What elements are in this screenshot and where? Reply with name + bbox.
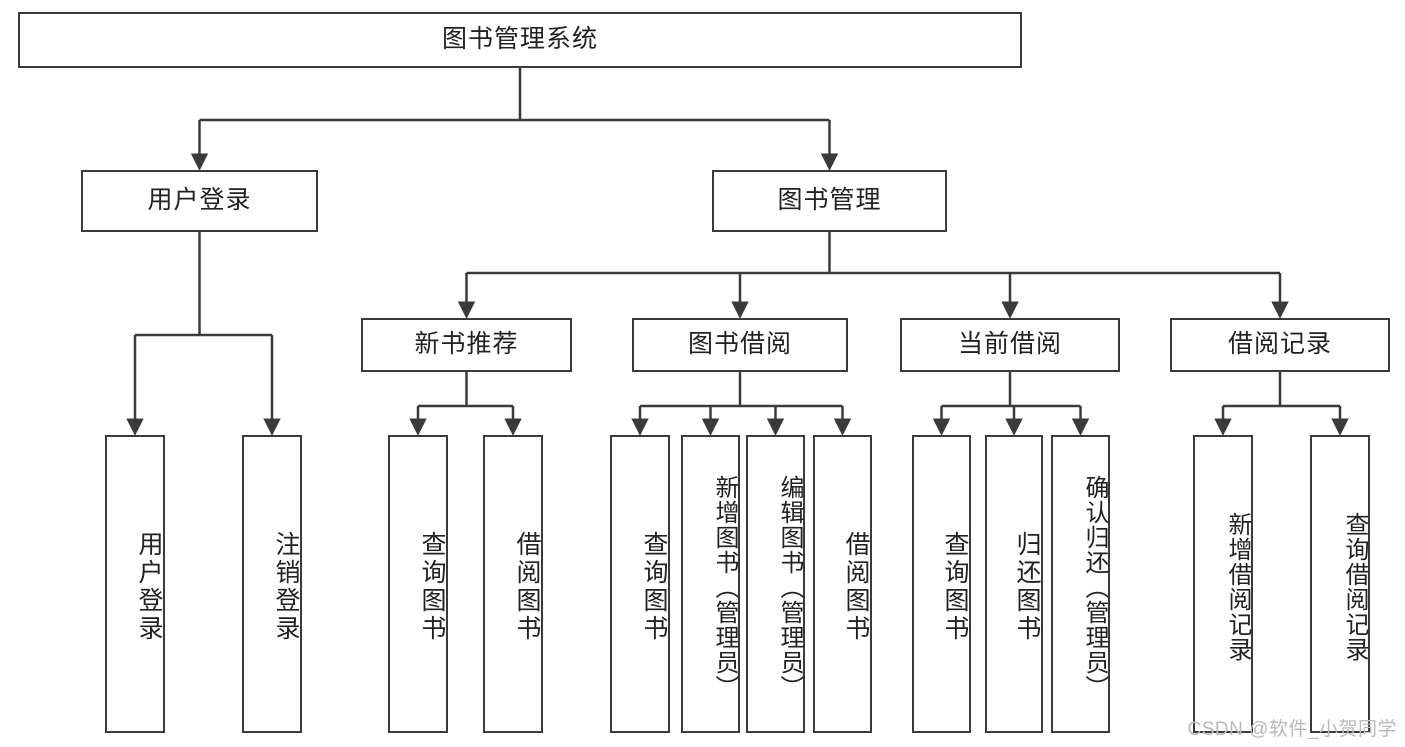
node-book-borrow-label: 图书借阅 xyxy=(687,330,792,359)
node-leaf-borrow-book-1[interactable]: 借阅图书 xyxy=(483,435,543,733)
node-leaf-edit-book-label: 编辑图书（管理员） xyxy=(776,474,803,700)
node-leaf-return-book[interactable]: 归还图书 xyxy=(985,435,1043,733)
node-leaf-add-record-label: 新增借阅记录 xyxy=(1224,512,1251,662)
node-user-login-label: 用户登录 xyxy=(147,186,252,215)
node-leaf-edit-book[interactable]: 编辑图书（管理员） xyxy=(746,435,805,733)
node-root[interactable]: 图书管理系统 xyxy=(18,12,1022,68)
node-leaf-query-book-1[interactable]: 查询图书 xyxy=(388,435,448,733)
node-leaf-borrow-book-2[interactable]: 借阅图书 xyxy=(813,435,872,733)
node-current-borrow[interactable]: 当前借阅 xyxy=(900,318,1120,372)
node-leaf-logout-login-label: 注销登录 xyxy=(272,531,300,643)
node-leaf-add-record[interactable]: 新增借阅记录 xyxy=(1193,435,1253,733)
node-leaf-add-book[interactable]: 新增图书（管理员） xyxy=(681,435,740,733)
watermark: CSDN @软件_小贺同学 xyxy=(1187,719,1397,740)
node-leaf-query-book-3[interactable]: 查询图书 xyxy=(912,435,971,733)
node-leaf-user-login-label: 用户登录 xyxy=(135,531,163,643)
node-new-book-recommend-label: 新书推荐 xyxy=(414,330,519,359)
node-leaf-query-record[interactable]: 查询借阅记录 xyxy=(1310,435,1370,733)
node-leaf-confirm-return[interactable]: 确认归还（管理员） xyxy=(1051,435,1110,733)
node-user-login[interactable]: 用户登录 xyxy=(81,170,318,232)
node-borrow-record[interactable]: 借阅记录 xyxy=(1170,318,1390,372)
node-leaf-query-book-3-label: 查询图书 xyxy=(941,531,969,643)
node-leaf-query-book-2-label: 查询图书 xyxy=(640,531,668,643)
node-book-manage-label: 图书管理 xyxy=(777,186,882,215)
node-leaf-query-book-2[interactable]: 查询图书 xyxy=(610,435,670,733)
node-leaf-user-login[interactable]: 用户登录 xyxy=(105,435,165,733)
node-leaf-logout-login[interactable]: 注销登录 xyxy=(242,435,302,733)
node-leaf-query-book-1-label: 查询图书 xyxy=(418,531,446,643)
node-root-label: 图书管理系统 xyxy=(441,25,598,54)
node-book-manage[interactable]: 图书管理 xyxy=(712,170,947,232)
node-leaf-return-book-label: 归还图书 xyxy=(1013,531,1041,643)
node-leaf-add-book-label: 新增图书（管理员） xyxy=(711,474,738,700)
node-book-borrow[interactable]: 图书借阅 xyxy=(632,318,848,372)
node-leaf-confirm-return-label: 确认归还（管理员） xyxy=(1081,474,1108,700)
node-new-book-recommend[interactable]: 新书推荐 xyxy=(361,318,572,372)
node-leaf-query-record-label: 查询借阅记录 xyxy=(1341,512,1368,662)
node-borrow-record-label: 借阅记录 xyxy=(1227,330,1332,359)
node-current-borrow-label: 当前借阅 xyxy=(957,330,1062,359)
node-leaf-borrow-book-1-label: 借阅图书 xyxy=(513,531,541,643)
node-leaf-borrow-book-2-label: 借阅图书 xyxy=(842,531,870,643)
